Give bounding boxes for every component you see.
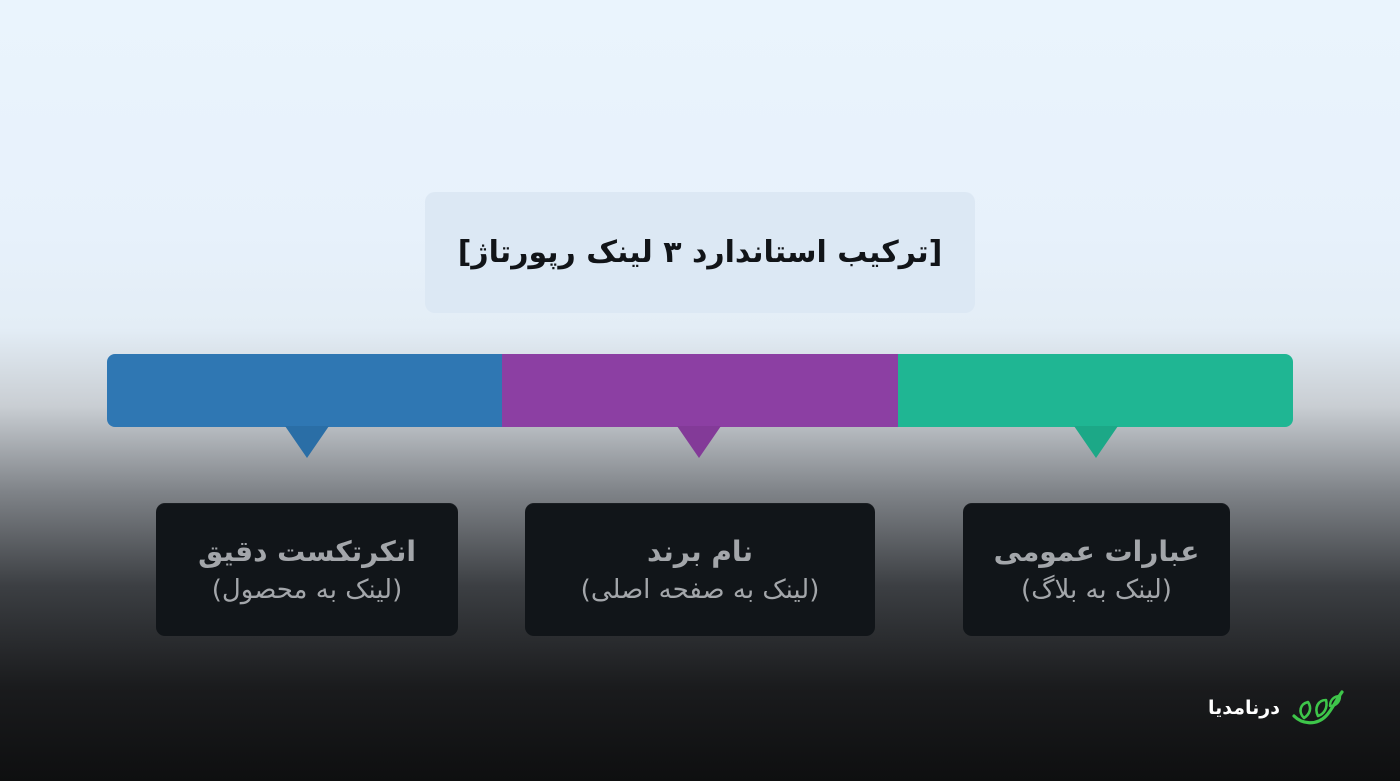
segment-bar xyxy=(107,354,1293,427)
card-title: نام برند xyxy=(647,534,753,568)
card-subtitle: (لینک به صفحه اصلی) xyxy=(580,574,820,605)
card-subtitle: (لینک به بلاگ) xyxy=(1021,574,1172,605)
card-title: انکرتکست دقیق xyxy=(198,534,416,568)
logo-text: درنامدیا xyxy=(1208,697,1280,719)
segment-green xyxy=(897,354,1293,427)
card-generic-phrases: عبارات عمومی (لینک به بلاگ) xyxy=(963,503,1230,636)
pointer-blue xyxy=(285,426,329,458)
pointer-purple xyxy=(677,426,721,458)
brand-logo: درنامدیا xyxy=(1208,683,1346,733)
leaf-logo-icon xyxy=(1292,690,1344,725)
pointer-green xyxy=(1074,426,1118,458)
card-brand-name: نام برند (لینک به صفحه اصلی) xyxy=(525,503,875,636)
segment-purple xyxy=(502,354,898,427)
diagram-title: [ترکیب استاندارد ۳ لینک رپورتاژ] xyxy=(457,235,943,270)
card-exact-anchor: انکرتکست دقیق (لینک به محصول) xyxy=(156,503,458,636)
title-box: [ترکیب استاندارد ۳ لینک رپورتاژ] xyxy=(425,192,975,313)
segment-blue xyxy=(107,354,503,427)
card-title: عبارات عمومی xyxy=(993,534,1200,568)
card-subtitle: (لینک به محصول) xyxy=(211,574,403,605)
